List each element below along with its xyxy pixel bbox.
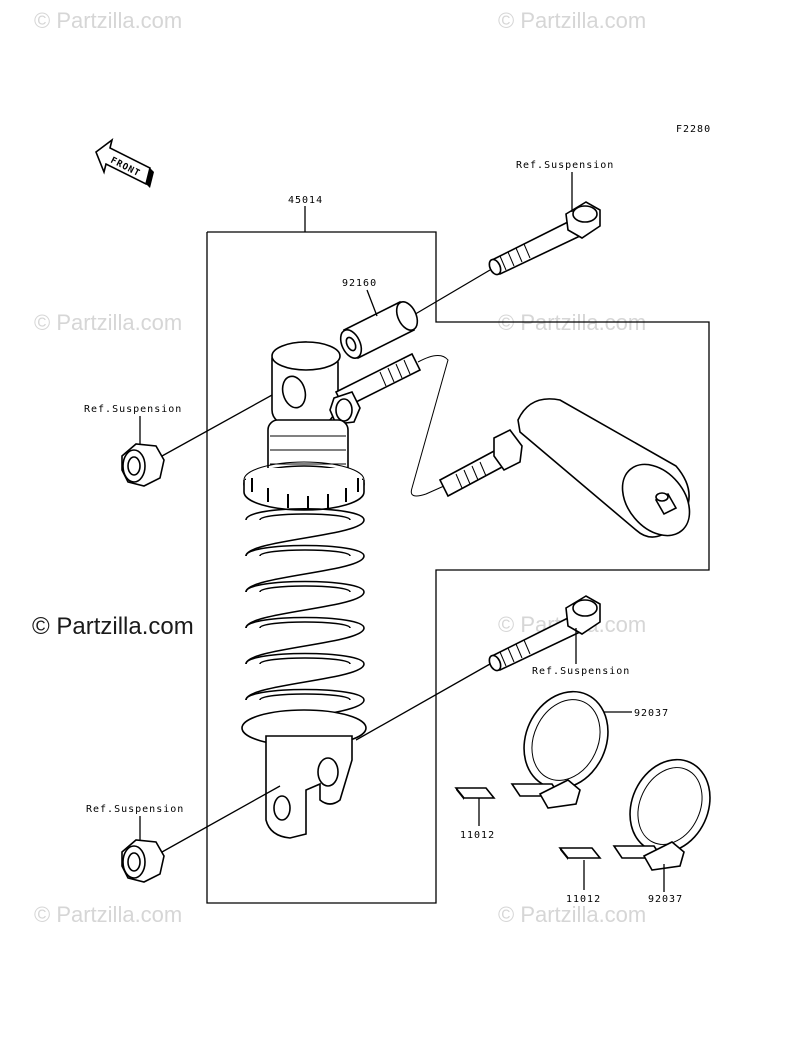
clamp-upper [510,690,609,809]
front-arrow-icon: FRONT [95,138,154,188]
watermark-prominent: © Partzilla.com [32,613,194,640]
watermark: © Partzilla.com [34,310,182,335]
upper-left-nut [121,443,165,487]
upper-mount-bolt [488,201,601,276]
leader-collar [366,289,378,317]
label-11012-left: 11012 [460,830,495,841]
watermark: © Partzilla.com [498,8,646,33]
lower-left-nut [121,839,165,883]
assembly-bracket [206,231,710,904]
label-ref-left-bottom: Ref.Suspension [86,804,184,815]
label-11012-right: 11012 [566,894,601,905]
pad-left [454,787,496,800]
leader-bolt-to-collar [411,269,491,317]
collar-92160 [339,300,419,360]
clamp-lower [612,758,711,871]
label-ref-left-top: Ref.Suspension [84,404,182,415]
watermark: © Partzilla.com [34,8,182,33]
watermark: © Partzilla.com [498,902,646,927]
leader-nut-to-eye [161,383,293,457]
label-92160: 92160 [342,278,377,289]
reservoir [410,355,691,538]
lower-mount-bolt [488,595,601,672]
leader-lower-nut-to-clevis [161,785,281,853]
label-ref-top-bolt: Ref.Suspension [516,160,614,171]
leader-lower-bolt-to-clevis [355,663,491,741]
label-ref-lower-bolt: Ref.Suspension [532,666,630,677]
label-45014: 45014 [288,195,323,206]
diagram-code: F2280 [676,124,711,135]
label-92037-upper: 92037 [634,708,669,719]
watermark: © Partzilla.com [34,902,182,927]
shock-absorber-body [241,341,422,839]
pad-right [558,847,602,860]
label-92037-lower: 92037 [648,894,683,905]
